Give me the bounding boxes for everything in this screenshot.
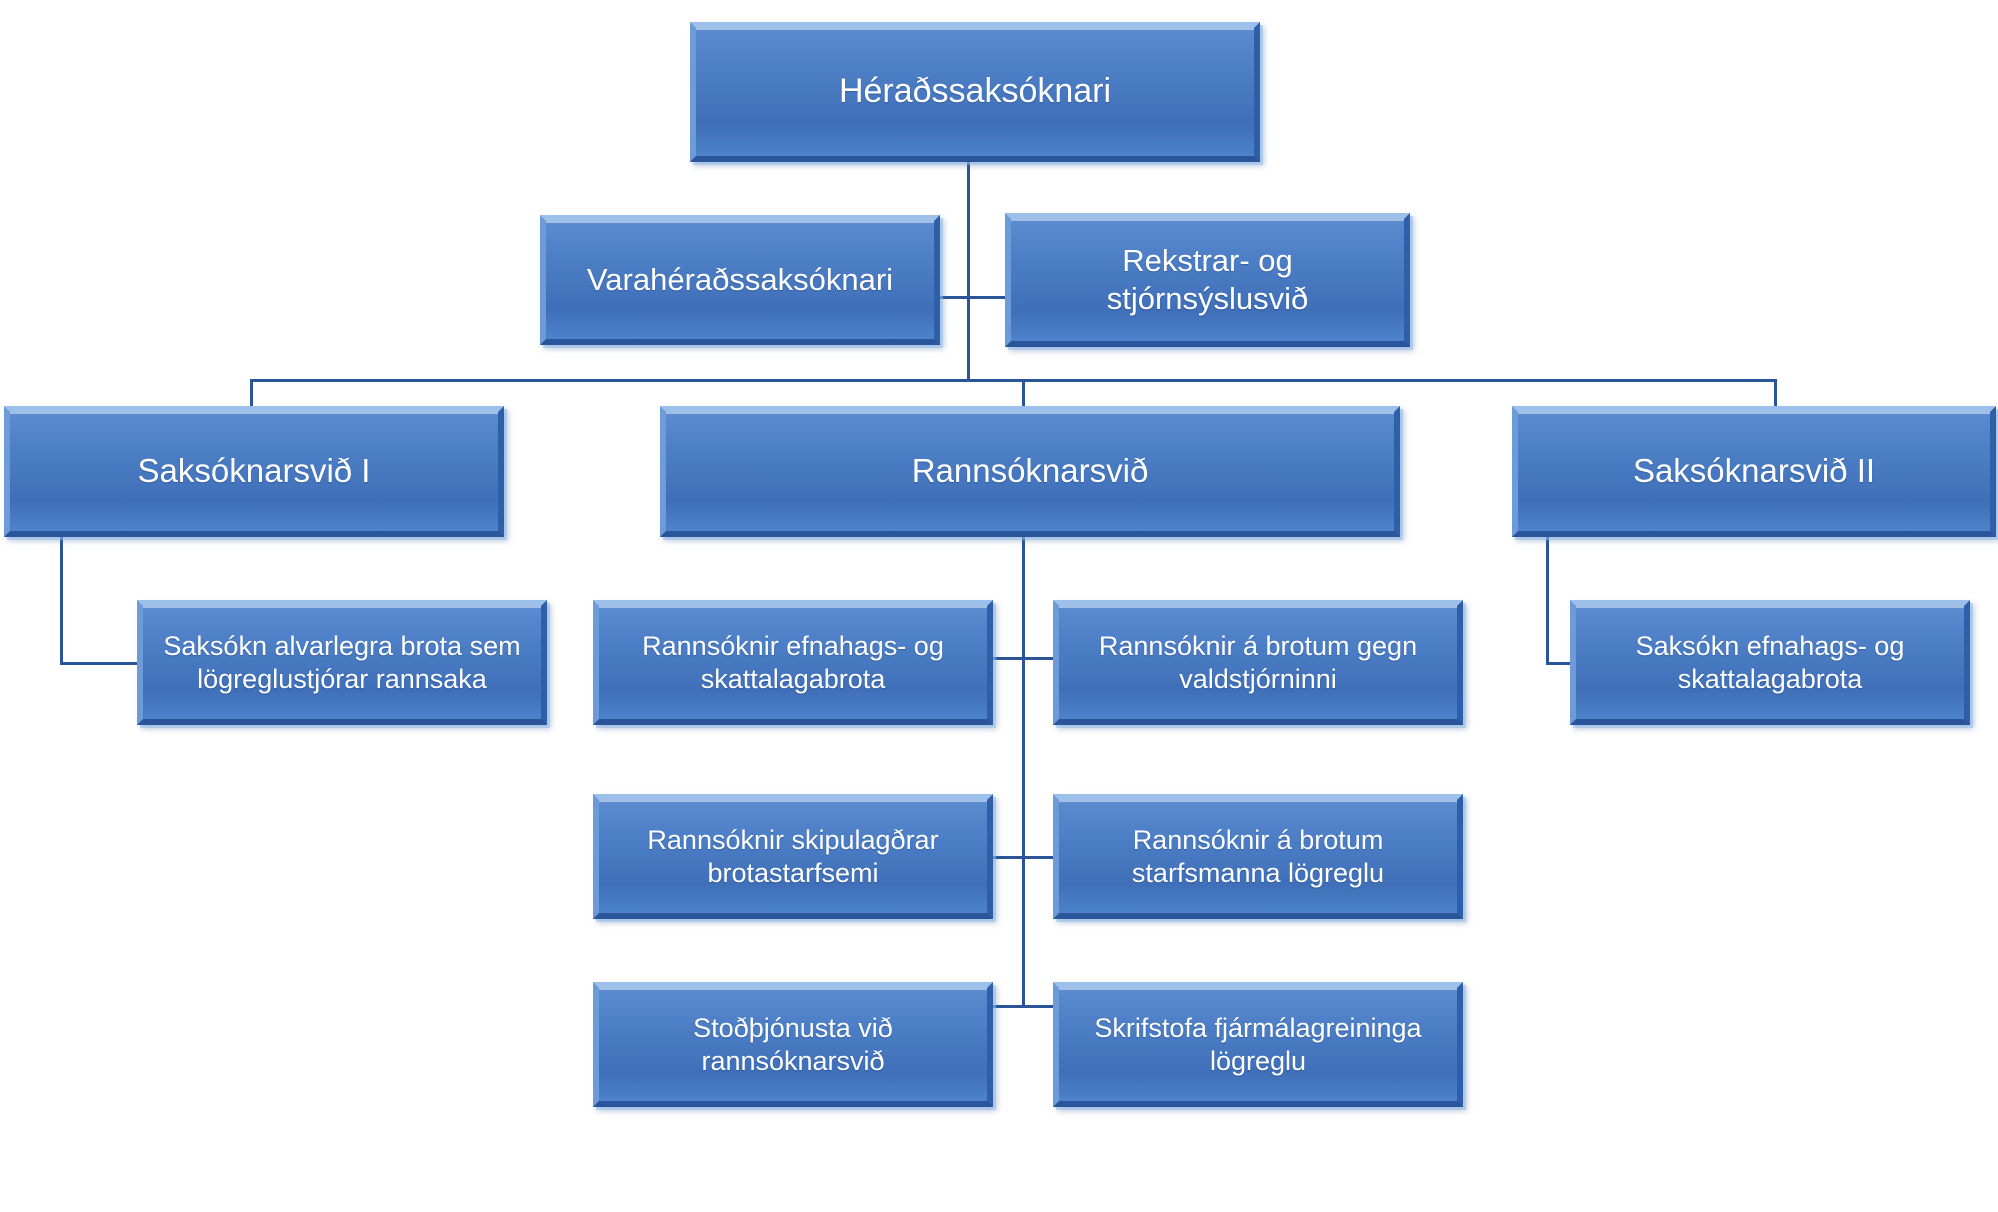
node-investigation-label: Rannsóknarsvið (911, 452, 1149, 490)
connector-p1-child-vertical (60, 537, 63, 665)
connector-inv-branch-left-3 (988, 1005, 1024, 1008)
node-p2-child-1[interactable]: Saksókn efnahags- og skattalagabrota (1570, 600, 1970, 725)
node-root[interactable]: Héraðssaksóknari (690, 22, 1260, 162)
connector-row3-bus (250, 379, 1777, 382)
node-inv-child-left-2[interactable]: Rannsóknir skipulagðrar brotastarfsemi (593, 794, 993, 919)
node-inv-child-right-1[interactable]: Rannsóknir á brotum gegn valdstjórninni (1053, 600, 1463, 725)
node-inv-child-right-2-label: Rannsóknir á brotum starfsmanna lögreglu (1131, 824, 1385, 888)
node-p1-child-1-label: Saksókn alvarlegra brota sem lögreglustj… (163, 630, 521, 694)
node-inv-child-left-2-label: Rannsóknir skipulagðrar brotastarfsemi (647, 824, 939, 888)
node-inv-child-left-1-label: Rannsóknir efnahags- og skattalagabrota (642, 630, 944, 694)
node-deputy[interactable]: Varahéraðssaksóknari (540, 215, 940, 345)
connector-investigation-trunk (1022, 537, 1025, 1007)
connector-inv-branch-left-2 (988, 856, 1024, 859)
connector-drop-prosecution-1 (250, 379, 253, 407)
connector-inv-branch-right-2 (1022, 856, 1058, 859)
connector-inv-branch-right-1 (1022, 657, 1058, 660)
connector-root-trunk (967, 160, 970, 382)
node-prosecution-1-label: Saksóknarsvið I (137, 452, 371, 490)
node-p2-child-1-label: Saksókn efnahags- og skattalagabrota (1635, 630, 1905, 694)
node-inv-child-left-3-label: Stoðþjónusta við rannsóknarsvið (693, 1012, 893, 1076)
node-investigation[interactable]: Rannsóknarsvið (660, 406, 1400, 537)
node-inv-child-left-3[interactable]: Stoðþjónusta við rannsóknarsvið (593, 982, 993, 1107)
connector-p1-child-horizontal (60, 662, 140, 665)
node-inv-child-right-2[interactable]: Rannsóknir á brotum starfsmanna lögreglu (1053, 794, 1463, 919)
node-root-label: Héraðssaksóknari (838, 72, 1112, 111)
connector-admin-stub (967, 296, 1012, 299)
node-prosecution-2[interactable]: Saksóknarsvið II (1512, 406, 1996, 537)
node-inv-child-right-3-label: Skrifstofa fjármálagreininga lögreglu (1094, 1012, 1422, 1076)
node-deputy-label: Varahéraðssaksóknari (586, 262, 894, 298)
node-inv-child-right-1-label: Rannsóknir á brotum gegn valdstjórninni (1098, 630, 1418, 694)
connector-inv-branch-left-1 (988, 657, 1024, 660)
node-p1-child-1[interactable]: Saksókn alvarlegra brota sem lögreglustj… (137, 600, 547, 725)
connector-drop-prosecution-2 (1774, 379, 1777, 407)
node-prosecution-2-label: Saksóknarsvið II (1632, 452, 1876, 490)
node-prosecution-1[interactable]: Saksóknarsvið I (4, 406, 504, 537)
node-admin-label: Rekstrar- og stjórnsýslusvið (1106, 243, 1309, 316)
connector-deputy-stub (930, 296, 970, 299)
connector-drop-investigation (1022, 379, 1025, 407)
node-admin[interactable]: Rekstrar- og stjórnsýslusvið (1005, 213, 1410, 347)
node-inv-child-right-3[interactable]: Skrifstofa fjármálagreininga lögreglu (1053, 982, 1463, 1107)
connector-p2-child-vertical (1546, 537, 1549, 665)
connector-inv-branch-right-3 (1022, 1005, 1058, 1008)
node-inv-child-left-1[interactable]: Rannsóknir efnahags- og skattalagabrota (593, 600, 993, 725)
